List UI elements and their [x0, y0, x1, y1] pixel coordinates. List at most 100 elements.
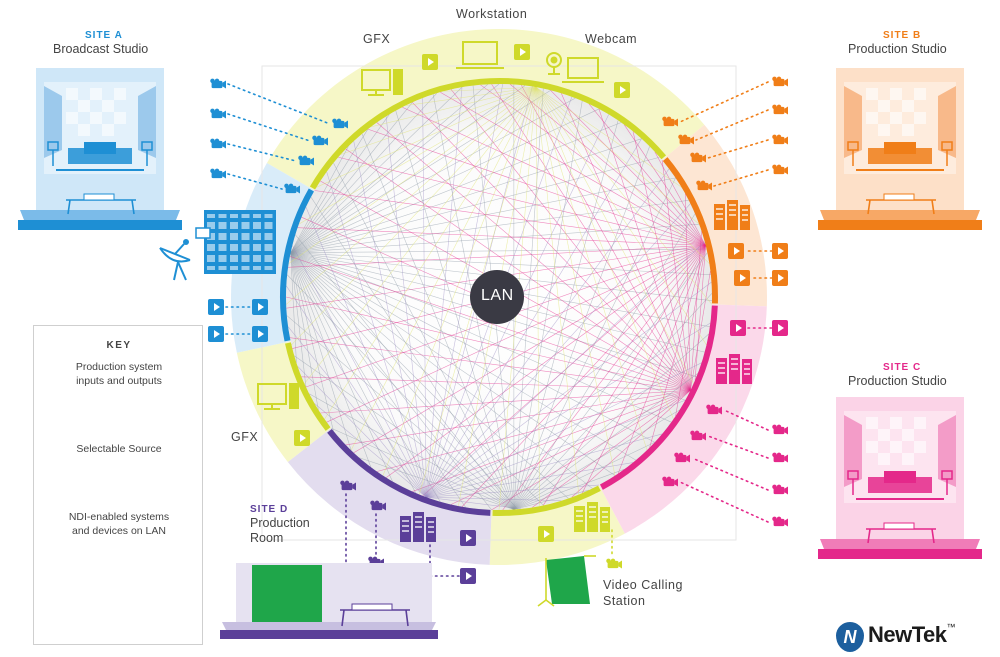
connection-line [443, 86, 537, 92]
dotted-leader [679, 481, 769, 523]
connection-line [382, 87, 537, 476]
site-c-server-icon [716, 354, 752, 384]
connection-line [290, 252, 352, 451]
connection-line [326, 245, 706, 423]
play-output-icon [208, 326, 224, 342]
connection-line [690, 270, 711, 391]
connection-line [376, 122, 691, 391]
connection-line [290, 252, 372, 468]
play-output-icon [772, 243, 788, 259]
play-output-icon [538, 526, 554, 542]
connection-line [320, 390, 691, 414]
connection-line [314, 403, 427, 498]
site-a-name: Broadcast Studio [53, 42, 149, 56]
connection-line [297, 227, 706, 246]
connection-line [385, 245, 706, 478]
connection-line [297, 366, 427, 498]
lan-hub [470, 270, 524, 324]
connection-line [286, 285, 427, 498]
connection-line [292, 245, 427, 498]
connection-line [290, 223, 700, 254]
arc-gfx-bottom [285, 342, 331, 431]
connection-line [361, 133, 515, 510]
sector-site-d [287, 428, 492, 565]
connection-line [290, 93, 437, 253]
connection-line [581, 245, 706, 494]
camera-icon [210, 78, 226, 89]
connection-line [376, 390, 691, 472]
dotted-leader [227, 143, 297, 162]
site-d-room-illustration [220, 563, 438, 639]
connection-line [513, 441, 655, 510]
play-output-icon [252, 299, 268, 315]
connection-line [502, 245, 706, 511]
connection-line [345, 148, 691, 391]
connection-line [350, 87, 537, 451]
connection-line [509, 84, 706, 246]
connection-line [385, 116, 427, 498]
video-calling-label-2: Station [603, 594, 646, 608]
connection-line [535, 87, 713, 305]
play-output-icon [460, 568, 476, 584]
play-output-icon [294, 430, 310, 446]
connection-line [422, 98, 427, 498]
dotted-leader [227, 173, 283, 190]
arc-workstation [309, 78, 667, 190]
connection-line [324, 87, 537, 420]
key-item-selectable: Selectable Source [76, 443, 162, 455]
workstation-label: Workstation [456, 7, 528, 21]
connection-line [345, 390, 691, 446]
connection-line [290, 252, 334, 432]
connection-line [290, 248, 707, 254]
connection-line [290, 84, 489, 253]
site-c-code: SITE C [883, 362, 922, 373]
connection-line [598, 108, 691, 391]
site-d-server-icon [400, 512, 436, 542]
connection-line [491, 83, 691, 391]
key-panel: KEY Production system inputs and outputs… [33, 325, 203, 645]
connection-line [291, 87, 537, 346]
connection-line [535, 87, 648, 451]
connection-line [440, 91, 706, 246]
dotted-leader [695, 109, 769, 141]
dotted-leader [723, 409, 769, 431]
connection-line [290, 252, 711, 276]
connection-line [286, 274, 515, 510]
key-item-ndi-1: NDI-enabled systems [68, 511, 170, 523]
connection-line [632, 131, 691, 391]
connection-line [295, 234, 515, 510]
connection-line [353, 245, 706, 454]
play-output-icon [460, 530, 476, 546]
webcam-label: Webcam [585, 32, 638, 46]
connection-line [535, 87, 700, 225]
connection-line [290, 252, 569, 499]
dotted-leader [713, 169, 769, 187]
connection-line [290, 200, 689, 254]
play-output-icon [422, 54, 438, 70]
connection-line [309, 393, 515, 510]
play-output-icon [252, 326, 268, 342]
dotted-leader [227, 83, 331, 125]
connection-line [535, 87, 707, 346]
connection-line [513, 469, 625, 510]
connection-line [294, 355, 515, 510]
connection-line [290, 252, 297, 363]
play-output-icon [728, 243, 744, 259]
play-output-icon [772, 320, 788, 336]
connection-line [535, 86, 682, 188]
play-output-icon [208, 299, 224, 315]
connection-line [550, 90, 706, 246]
connection-line [333, 162, 515, 510]
connection-line [513, 333, 709, 510]
connection-line [316, 86, 537, 188]
connection-line [338, 156, 706, 246]
camera-icon [210, 168, 226, 179]
site-b-studio-illustration [818, 68, 982, 230]
site-c-name: Production Studio [848, 374, 947, 388]
connection-line [426, 484, 600, 498]
site-b-server-icon [714, 200, 750, 230]
connection-line [288, 245, 706, 268]
connection-line [290, 252, 492, 511]
connection-line [426, 399, 686, 498]
